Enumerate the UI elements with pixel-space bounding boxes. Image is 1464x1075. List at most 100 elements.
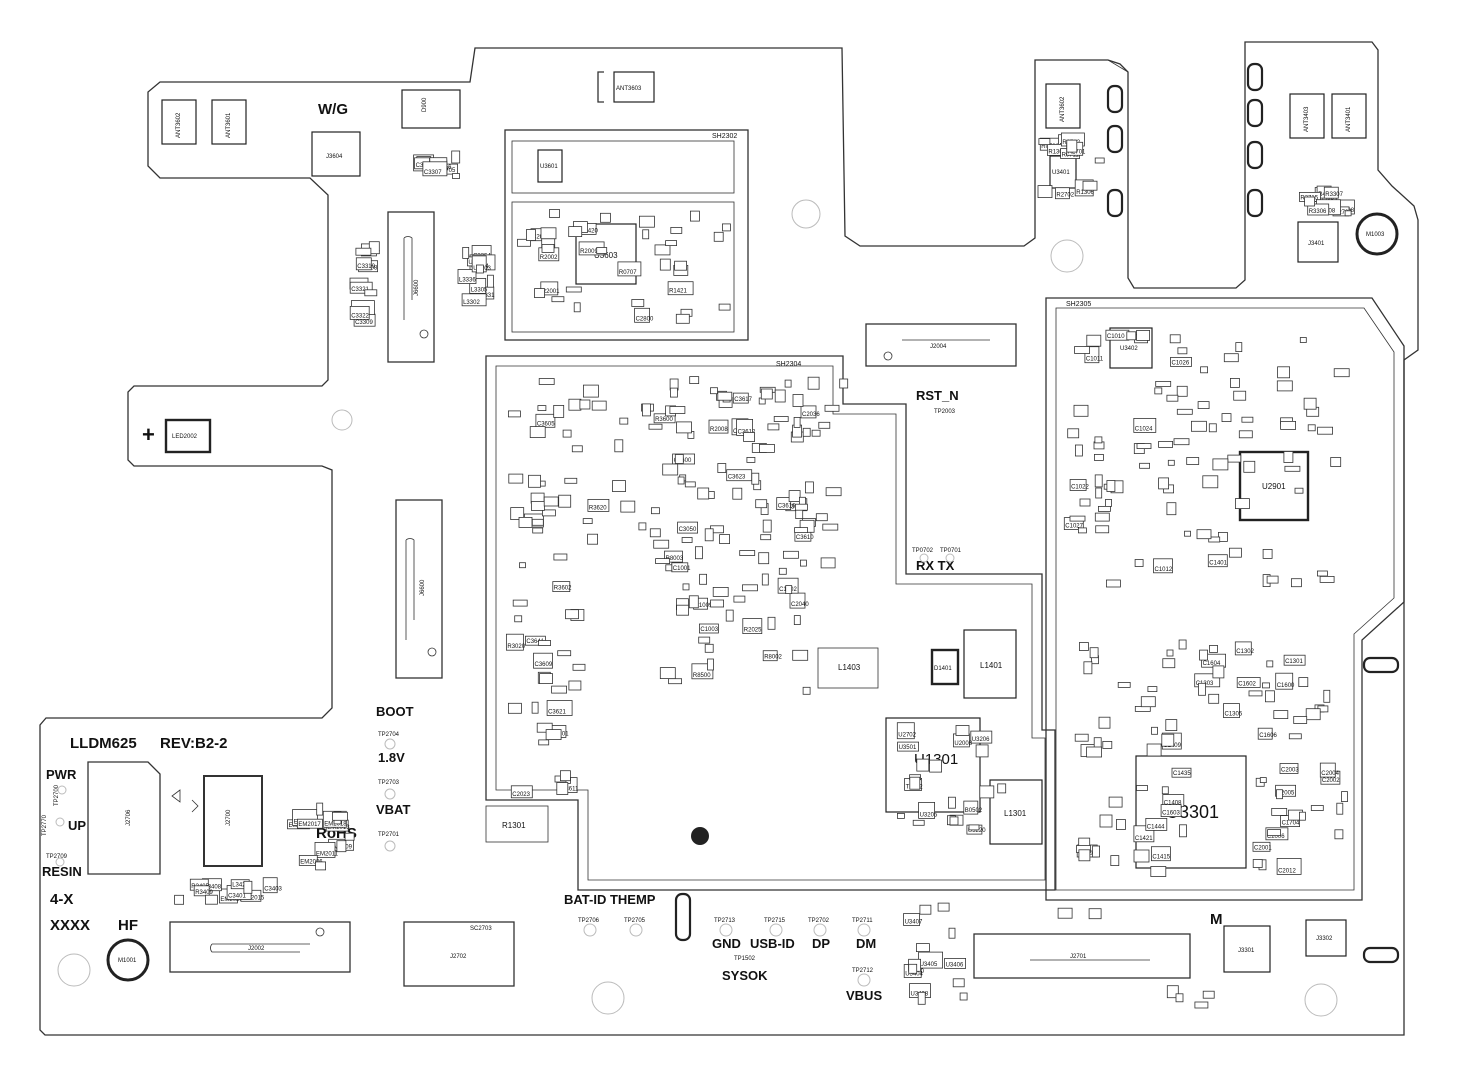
component-label: R8002 xyxy=(764,655,782,661)
filler-pad xyxy=(507,410,521,418)
svg-text:ANT3602: ANT3602 xyxy=(1060,96,1066,122)
filler-pad xyxy=(733,595,746,603)
filler-pad xyxy=(681,537,693,543)
svg-text:ANT3403: ANT3403 xyxy=(1304,106,1310,132)
svg-text:TP2712: TP2712 xyxy=(852,968,874,974)
filler-pad xyxy=(665,564,673,572)
filler-pad xyxy=(793,615,801,625)
filler-pad xyxy=(704,528,714,542)
svg-text:L1403: L1403 xyxy=(838,663,861,672)
component-label: R3307 xyxy=(1325,192,1343,198)
filler-pad xyxy=(674,260,687,271)
filler-pad xyxy=(316,802,324,816)
filler-pad xyxy=(1158,477,1169,490)
solder-pads xyxy=(674,62,1400,964)
connector-j2002 xyxy=(169,921,351,973)
filler-pad xyxy=(526,229,536,241)
connector-j3604 xyxy=(311,131,361,177)
filler-pad xyxy=(670,226,683,234)
filler-pad xyxy=(1162,658,1176,669)
filler-pad xyxy=(538,640,551,646)
filler-pad xyxy=(761,573,769,586)
filler-pad xyxy=(1277,366,1290,379)
component-label: C1444 xyxy=(1147,824,1165,830)
filler-pad xyxy=(336,840,347,853)
svg-text:TP2700: TP2700 xyxy=(54,784,60,806)
shield-sh2302 xyxy=(504,129,749,341)
filler-pad xyxy=(1212,665,1225,679)
component-r1421 xyxy=(667,281,694,296)
component-label: C2040 xyxy=(791,602,809,608)
filler-pad xyxy=(517,238,531,247)
connector-j3302 xyxy=(1305,919,1347,957)
filler-pad xyxy=(1166,394,1179,402)
filler-pad xyxy=(355,247,372,256)
label-rst-n: RST_N xyxy=(916,388,959,403)
filler-pad xyxy=(1271,808,1288,816)
filler-pad xyxy=(1094,436,1103,444)
component-label: C3307 xyxy=(424,170,442,176)
filler-pad xyxy=(534,288,545,299)
component-label: B0502 xyxy=(965,808,983,814)
filler-pad xyxy=(1212,458,1229,471)
filler-pad xyxy=(1209,645,1218,653)
connector-j3401 xyxy=(1297,221,1339,263)
component-u3501 xyxy=(897,741,919,752)
filler-pad xyxy=(1267,829,1281,836)
filler-pad xyxy=(1136,443,1152,450)
filler-pad xyxy=(955,725,970,736)
filler-pad xyxy=(1262,549,1273,559)
filler-pad xyxy=(1092,845,1100,858)
svg-text:TP2706: TP2706 xyxy=(578,918,600,924)
filler-pad xyxy=(540,227,557,240)
component-label: U3404 xyxy=(905,972,923,978)
component-label: EM2013 xyxy=(327,825,350,831)
filler-pad xyxy=(1158,440,1173,448)
svg-text:J2002: J2002 xyxy=(248,946,265,952)
filler-pad xyxy=(795,503,808,511)
component-label: C3310 xyxy=(357,264,375,270)
component-c1435 xyxy=(1171,767,1192,778)
component-label: C3610 xyxy=(796,535,814,541)
filler-pad xyxy=(1075,444,1083,457)
filler-pad xyxy=(725,609,734,622)
component-c1606 xyxy=(1257,727,1273,740)
svg-text:J2701: J2701 xyxy=(1070,954,1087,960)
filler-pad xyxy=(518,517,533,528)
component-u2702 xyxy=(896,722,915,740)
component-label: R3620 xyxy=(589,505,607,511)
filler-pad xyxy=(1184,530,1191,537)
filler-pad xyxy=(1106,579,1121,588)
filler-pad xyxy=(568,398,582,411)
component-c2800 xyxy=(634,307,650,323)
component-c3310 xyxy=(355,257,372,271)
filler-pad xyxy=(364,289,378,297)
filler-pad xyxy=(1155,380,1172,387)
svg-text:TP2701: TP2701 xyxy=(378,832,400,838)
filler-pad xyxy=(676,604,689,616)
component-label: C1003 xyxy=(700,627,718,633)
filler-pad xyxy=(1178,639,1187,650)
filler-pad xyxy=(1073,404,1089,417)
antenna-ant3403 xyxy=(1289,93,1325,139)
component-label: C1011 xyxy=(1086,357,1104,363)
component-label: R3409 xyxy=(195,890,213,896)
component-label: C1604 xyxy=(1203,661,1221,667)
filler-pad xyxy=(1086,334,1102,347)
filler-pad xyxy=(556,782,569,795)
filler-pad xyxy=(1341,791,1348,802)
svg-text:LED2002: LED2002 xyxy=(172,434,198,440)
filler-pad xyxy=(1110,855,1120,866)
filler-pad xyxy=(558,494,572,508)
filler-pad xyxy=(1336,802,1344,815)
filler-pad xyxy=(767,423,780,431)
component-c2004 xyxy=(1319,762,1336,778)
component-label: C2800 xyxy=(636,316,654,322)
component-label: U3205 xyxy=(920,812,938,818)
filler-pad xyxy=(1299,337,1307,343)
filler-pad xyxy=(665,240,677,247)
filler-pad xyxy=(719,534,730,544)
filler-pad xyxy=(1088,908,1102,920)
filler-pad xyxy=(1108,796,1123,808)
